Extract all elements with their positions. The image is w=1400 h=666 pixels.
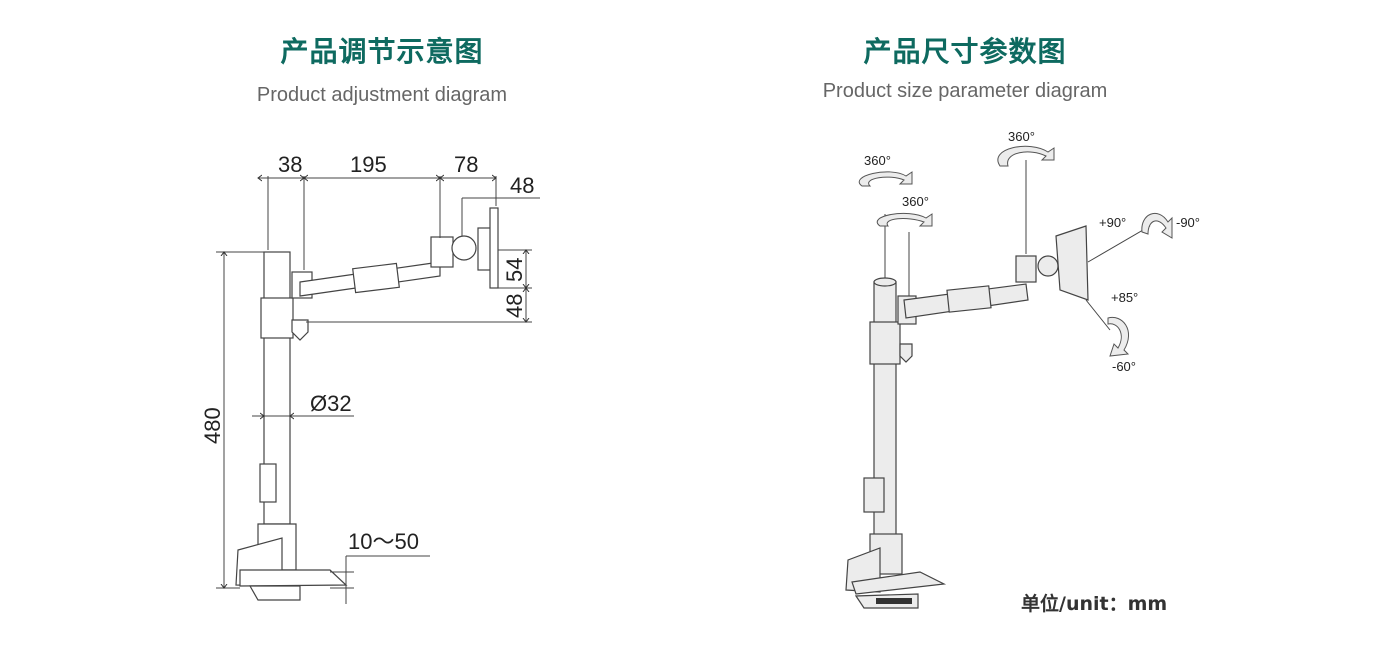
dim-38: 38 [278,152,302,177]
unit-note: 单位/unit：mm [1021,592,1167,615]
tilt-arrow [1141,212,1173,239]
right-clamp-pad [876,598,912,604]
angle-pole-rotation: 360° [864,153,891,168]
pole-rotation-arrow [858,171,913,187]
head-rotation-arrow [997,145,1055,167]
right-panel-title: 产品尺寸参数图 [863,35,1067,68]
left-pole-collar [260,297,294,339]
dim-diameter-32: Ø32 [310,391,352,416]
left-tilt-joint [451,235,477,261]
dim-78: 78 [454,152,478,177]
swivel-arrow [1107,316,1130,357]
angle-swivel-down: -60° [1112,359,1136,374]
right-panel-subtitle: Product size parameter diagram [822,80,1108,102]
dim-clamp-range: 10～50 [348,529,419,554]
right-arm-head [1015,255,1037,283]
right-knob [899,343,913,363]
angle-tilt-up: +90° [1099,215,1126,230]
right-cable-clip [863,477,885,513]
dim-195: 195 [350,152,387,177]
angle-arm-rotation: 360° [902,194,929,209]
dim-48-side: 48 [502,294,527,318]
angle-head-rotation: 360° [1008,129,1035,144]
left-panel-subtitle: Product adjustment diagram [256,84,508,106]
right-pole-collar [869,321,901,365]
left-panel-title: 产品调节示意图 [280,35,484,68]
dim-48-top: 48 [510,173,534,198]
angle-tilt-down: -90° [1176,215,1200,230]
arm-rotation-arrow [876,212,933,227]
left-cable-clip [259,463,277,503]
right-vesa-plate [1055,225,1089,301]
left-clamp-screw [248,585,301,601]
left-knob [291,319,309,341]
dim-54: 54 [502,258,527,282]
left-arm-cover [352,262,400,294]
right-pole-top [873,277,897,287]
right-product-drawing: 360° 360° 360° +90° -90° +85° -60° 单位/un… [845,129,1200,615]
right-clamp-foot [851,571,947,595]
right-arm-cover [946,285,992,313]
left-technical-drawing: 38 195 78 48 54 48 480 Ø32 10～50 [200,152,540,604]
dim-480: 480 [200,407,225,444]
left-arm-head [430,236,454,268]
left-vesa-plate [489,207,499,289]
angle-swivel-up: +85° [1111,290,1138,305]
right-tilt-joint [1037,255,1059,277]
